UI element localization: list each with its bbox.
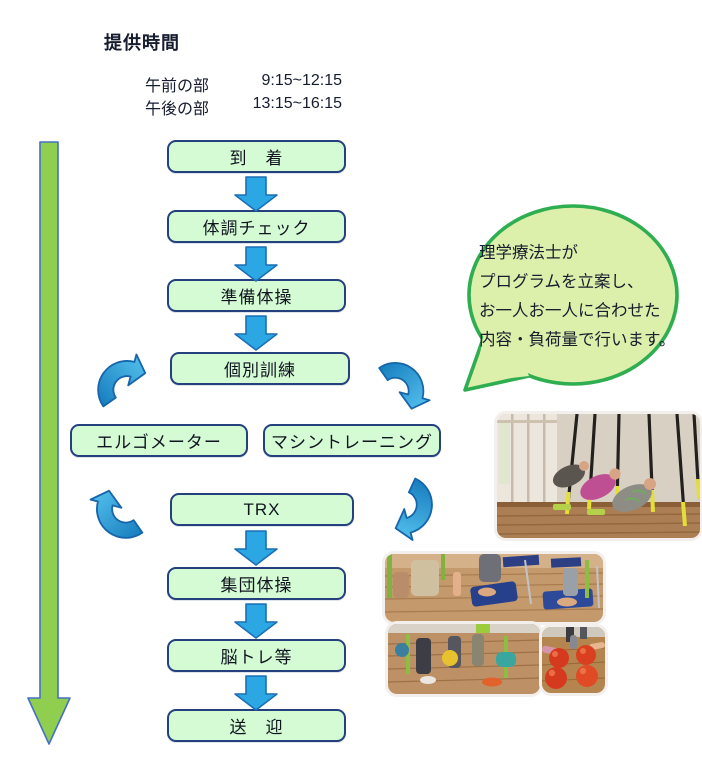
step-down-arrow-4	[234, 530, 278, 566]
session-morning-label: 午前の部	[145, 78, 210, 95]
flow-box-send-off-label: 送 迎	[229, 718, 284, 737]
flow-box-warmup: 準備体操	[167, 279, 346, 312]
flow-box-ergometer: エルゴメーター	[70, 424, 248, 457]
step-down-arrow-1	[234, 176, 278, 212]
flow-box-health-check: 体調チェック	[167, 210, 346, 243]
page-title: 提供時間	[104, 33, 180, 53]
flow-box-ergometer-label: エルゴメーター	[96, 433, 222, 452]
trx-suspension-training-photo	[497, 414, 700, 538]
flow-box-trx-label: TRX	[243, 499, 281, 519]
seated-ball-circle-photo	[388, 624, 540, 694]
bubble-text: 理学療法士が プログラムを立案し、 お一人お一人に合わせた 内容・負荷量で行いま…	[479, 239, 694, 355]
red-exercise-balls-photo	[542, 627, 605, 693]
bubble-line-1: 理学療法士が	[479, 244, 578, 262]
cycle-arrow-top-left	[97, 353, 147, 408]
step-down-arrow-5	[234, 603, 278, 639]
session-morning: 午前の部 9:15~12:15	[145, 72, 342, 95]
flow-box-machine-training-label: マシントレーニング	[271, 433, 433, 452]
session-afternoon-label: 午後の部	[145, 101, 210, 118]
bubble-line-3: お一人お一人に合わせた	[479, 302, 661, 320]
cycle-arrow-top-right	[378, 362, 431, 410]
flow-box-warmup-label: 準備体操	[220, 288, 293, 307]
cycle-arrow-bottom-right	[378, 475, 444, 546]
flow-box-machine-training: マシントレーニング	[263, 424, 441, 457]
towel-gather-exercise-photo	[385, 554, 603, 622]
timeline-green-arrow-icon	[27, 141, 71, 745]
flow-box-brain-training-label: 脳トレ等	[220, 648, 293, 667]
speech-bubble	[463, 204, 679, 392]
step-down-arrow-6	[234, 675, 278, 711]
flow-box-individual-training-label: 個別訓練	[224, 361, 296, 380]
flow-box-group-exercise: 集団体操	[167, 567, 346, 600]
flow-box-trx: TRX	[170, 493, 354, 526]
cycle-arrow-bottom-left	[89, 489, 144, 539]
session-afternoon: 午後の部 13:15~16:15	[145, 95, 342, 118]
session-afternoon-time: 13:15~16:15	[252, 95, 342, 112]
bubble-line-4: 内容・負荷量で行います。	[479, 331, 676, 349]
flow-box-send-off: 送 迎	[167, 709, 346, 742]
session-morning-time: 9:15~12:15	[261, 72, 342, 89]
flow-box-arrival-label: 到 着	[229, 149, 284, 168]
step-down-arrow-3	[234, 315, 278, 351]
flow-box-arrival: 到 着	[167, 140, 346, 173]
flow-box-group-exercise-label: 集団体操	[220, 576, 293, 595]
bubble-line-2: プログラムを立案し、	[479, 273, 644, 291]
step-down-arrow-2	[234, 246, 278, 282]
flow-box-brain-training: 脳トレ等	[167, 639, 346, 672]
flow-box-health-check-label: 体調チェック	[202, 219, 311, 238]
flow-box-individual-training: 個別訓練	[170, 352, 350, 385]
